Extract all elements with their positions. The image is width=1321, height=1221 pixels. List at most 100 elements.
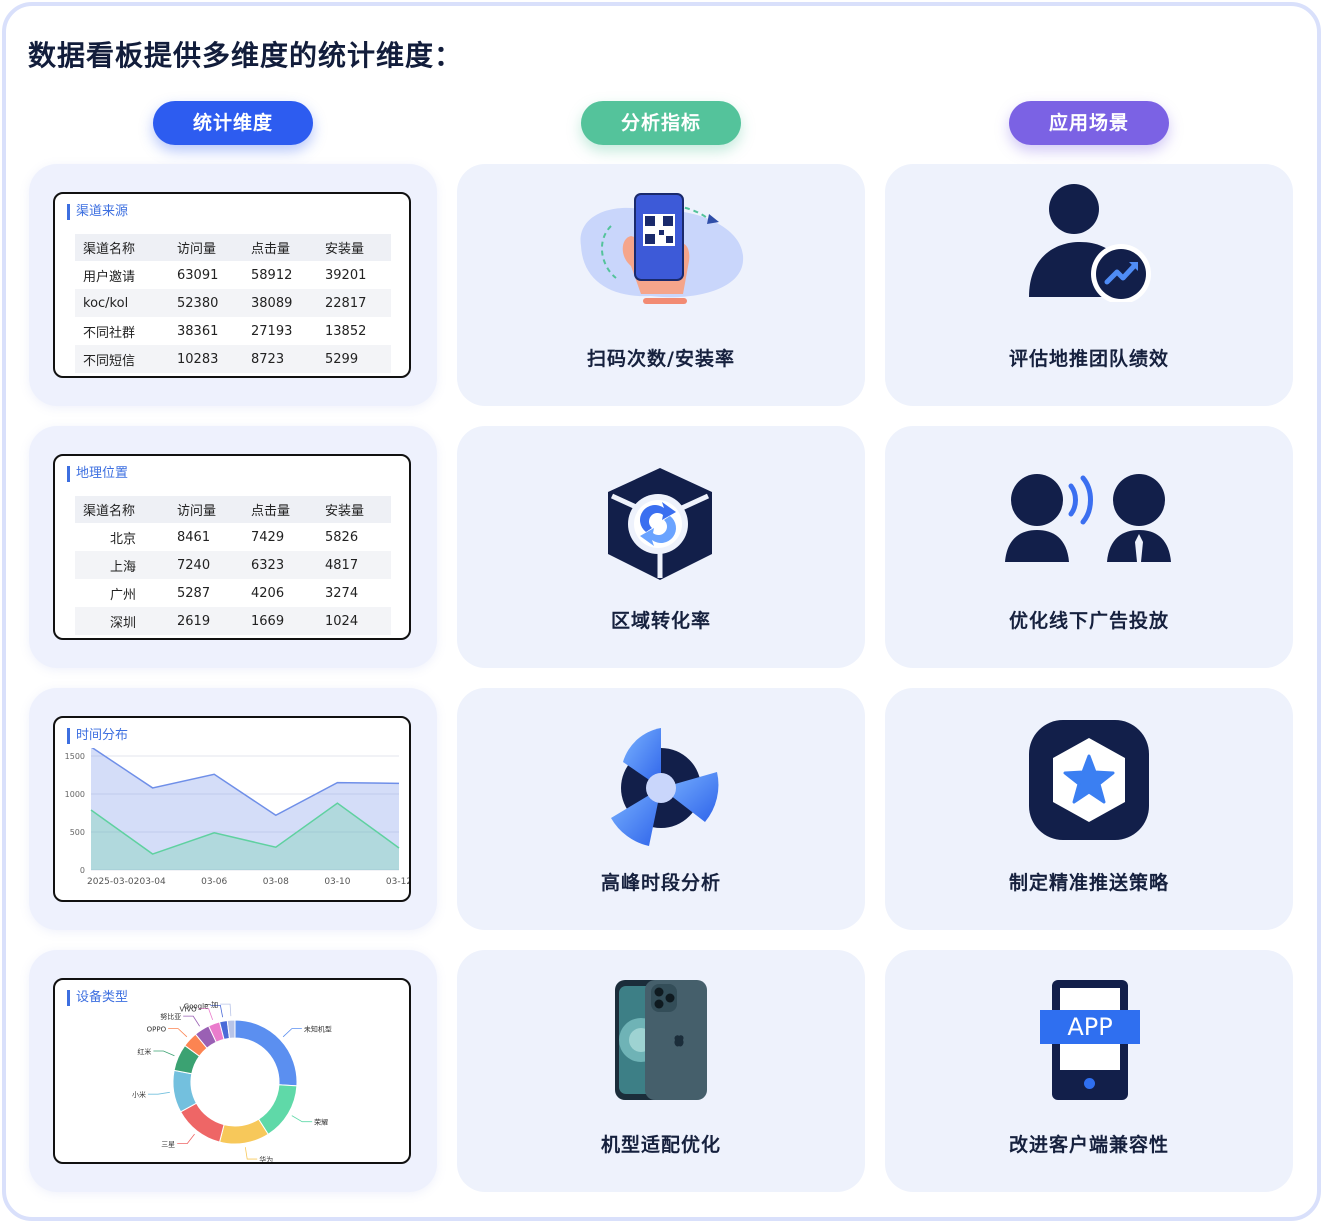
table-cell: 5299	[317, 345, 391, 373]
slice-label: 努比亚	[160, 1012, 181, 1021]
table-row: 广州 5287 4206 3274	[75, 579, 391, 607]
table-header: 安装量	[317, 496, 391, 523]
channel-table-panel: 渠道来源 渠道名称 访问量 点击量 安装量 用户邀请 63091 58912 3…	[53, 192, 411, 378]
page-title: 数据看板提供多维度的统计维度：	[28, 39, 464, 72]
card-metric-scan-rate: 扫码次数/安装率	[457, 164, 865, 406]
x-tick-label: 03-08	[263, 877, 289, 887]
area-fill-series-0	[91, 748, 399, 870]
table-cell: 8461	[177, 529, 211, 545]
peak-time-pie-icon	[611, 728, 719, 846]
x-tick-label: 2025-03-02	[87, 877, 139, 887]
table-cell: 4817	[317, 551, 391, 579]
y-tick-label: 500	[70, 828, 85, 837]
slice-label: Google	[184, 1002, 209, 1010]
table-cell: 8723	[243, 345, 317, 373]
y-tick-label: 1500	[65, 752, 85, 761]
slice-label: 一加	[204, 1000, 218, 1009]
table-row: 北京 8461 7429 5826	[75, 523, 391, 551]
panel-title: 时间分布	[67, 728, 128, 744]
card-metric-device-adapt: 机型适配优化	[457, 950, 865, 1192]
metric-caption: 扫码次数/安装率	[587, 348, 735, 370]
slice-label: 未知机型	[304, 1025, 332, 1034]
column-header-dimension: 统计维度	[153, 101, 313, 145]
slice-label: VIVO	[180, 1006, 198, 1014]
table-row: 不同短信 10283 8723 5299	[75, 345, 391, 373]
table-cell: 用户邀请	[83, 269, 136, 285]
table-row: 深圳 2619 1669 1024	[75, 607, 391, 635]
donut-slice	[172, 1069, 198, 1113]
home-button-dot	[1084, 1078, 1095, 1089]
slice-leader-line	[244, 1147, 258, 1160]
slice-leader-line	[183, 1015, 200, 1027]
table-cell: 22817	[317, 289, 391, 317]
table-cell: 63091	[177, 267, 219, 283]
star-badge-icon	[1029, 720, 1149, 840]
smartphone-icon	[615, 980, 707, 1100]
metric-caption: 区域转化率	[610, 610, 711, 632]
broadcast-people-icon	[1005, 474, 1171, 562]
table-header: 安装量	[317, 234, 391, 261]
table-cell: 38089	[243, 289, 317, 317]
slice-label: 红米	[137, 1047, 151, 1056]
scenario-caption: 改进客户端兼容性	[1008, 1134, 1169, 1156]
slice-leader-line	[210, 1004, 224, 1018]
y-tick-label: 0	[80, 866, 85, 875]
geo-table: 渠道名称 访问量 点击量 安装量 北京 8461 7429 5826 上海 72…	[75, 496, 391, 635]
table-row: 上海 7240 6323 4817	[75, 551, 391, 579]
slice-leader-line	[153, 1050, 175, 1057]
table-cell: 深圳	[75, 607, 169, 635]
table-cell: 2619	[169, 607, 243, 635]
table-cell: 上海	[75, 551, 169, 579]
column-header-scenario: 应用场景	[1009, 101, 1169, 145]
slice-leader-line	[177, 1133, 195, 1145]
table-cell: 7429	[251, 529, 285, 545]
slice-leader-line	[147, 1091, 170, 1095]
area-fill-series-1	[91, 803, 399, 870]
scan-qr-phone-icon	[580, 193, 744, 304]
panel-title: 渠道来源	[67, 204, 128, 220]
table-cell: 不同社群	[83, 325, 136, 341]
card-metric-region-conversion: 区域转化率	[457, 426, 865, 668]
card-scenario-offline-ads: 优化线下广告投放	[885, 426, 1293, 668]
scenario-caption: 优化线下广告投放	[1008, 610, 1169, 632]
team-performance-icon	[1029, 184, 1151, 302]
table-cell: 6323	[243, 551, 317, 579]
slice-label: 荣耀	[314, 1118, 328, 1127]
card-scenario-push-strategy: 制定精准推送策略	[885, 688, 1293, 930]
app-tablet-icon: APP	[1040, 978, 1140, 1104]
table-cell: 1024	[317, 607, 391, 635]
table-header: 点击量	[243, 234, 317, 261]
table-cell: 3274	[325, 585, 359, 601]
table-cell: 27193	[251, 323, 293, 339]
column-header-metric: 分析指标	[581, 101, 741, 145]
card-scenario-compatibility: APP 改进客户端兼容性	[885, 950, 1293, 1192]
area-line-series-0	[91, 748, 400, 817]
card-scenario-team: 评估地推团队绩效	[885, 164, 1293, 406]
scenario-caption: 制定精准推送策略	[1008, 872, 1169, 894]
table-cell: 北京	[109, 531, 136, 547]
card-geo-location: 地理位置 渠道名称 访问量 点击量 安装量 北京 8461 7429 5826 …	[29, 426, 437, 668]
slice-label: OPPO	[147, 1026, 167, 1034]
table-cell: 7240	[169, 551, 243, 579]
donut-slice	[218, 1118, 269, 1145]
slice-leader-line	[220, 1003, 232, 1017]
slice-leader-line	[291, 1115, 313, 1123]
donut-slice	[226, 1019, 236, 1039]
table-header: 渠道名称	[75, 496, 169, 523]
x-tick-label: 03-04	[140, 877, 166, 887]
scenario-caption: 评估地推团队绩效	[1008, 348, 1169, 370]
donut-slice	[179, 1102, 225, 1143]
table-cell: 不同短信	[75, 345, 169, 373]
donut-slice	[234, 1019, 298, 1087]
table-header: 访问量	[169, 234, 243, 261]
channel-table: 渠道名称 访问量 点击量 安装量 用户邀请 63091 58912 39201 …	[75, 234, 391, 373]
geo-table-panel: 地理位置 渠道名称 访问量 点击量 安装量 北京 8461 7429 5826 …	[53, 454, 411, 640]
table-cell: 10283	[169, 345, 243, 373]
table-cell: 38361	[177, 323, 219, 339]
